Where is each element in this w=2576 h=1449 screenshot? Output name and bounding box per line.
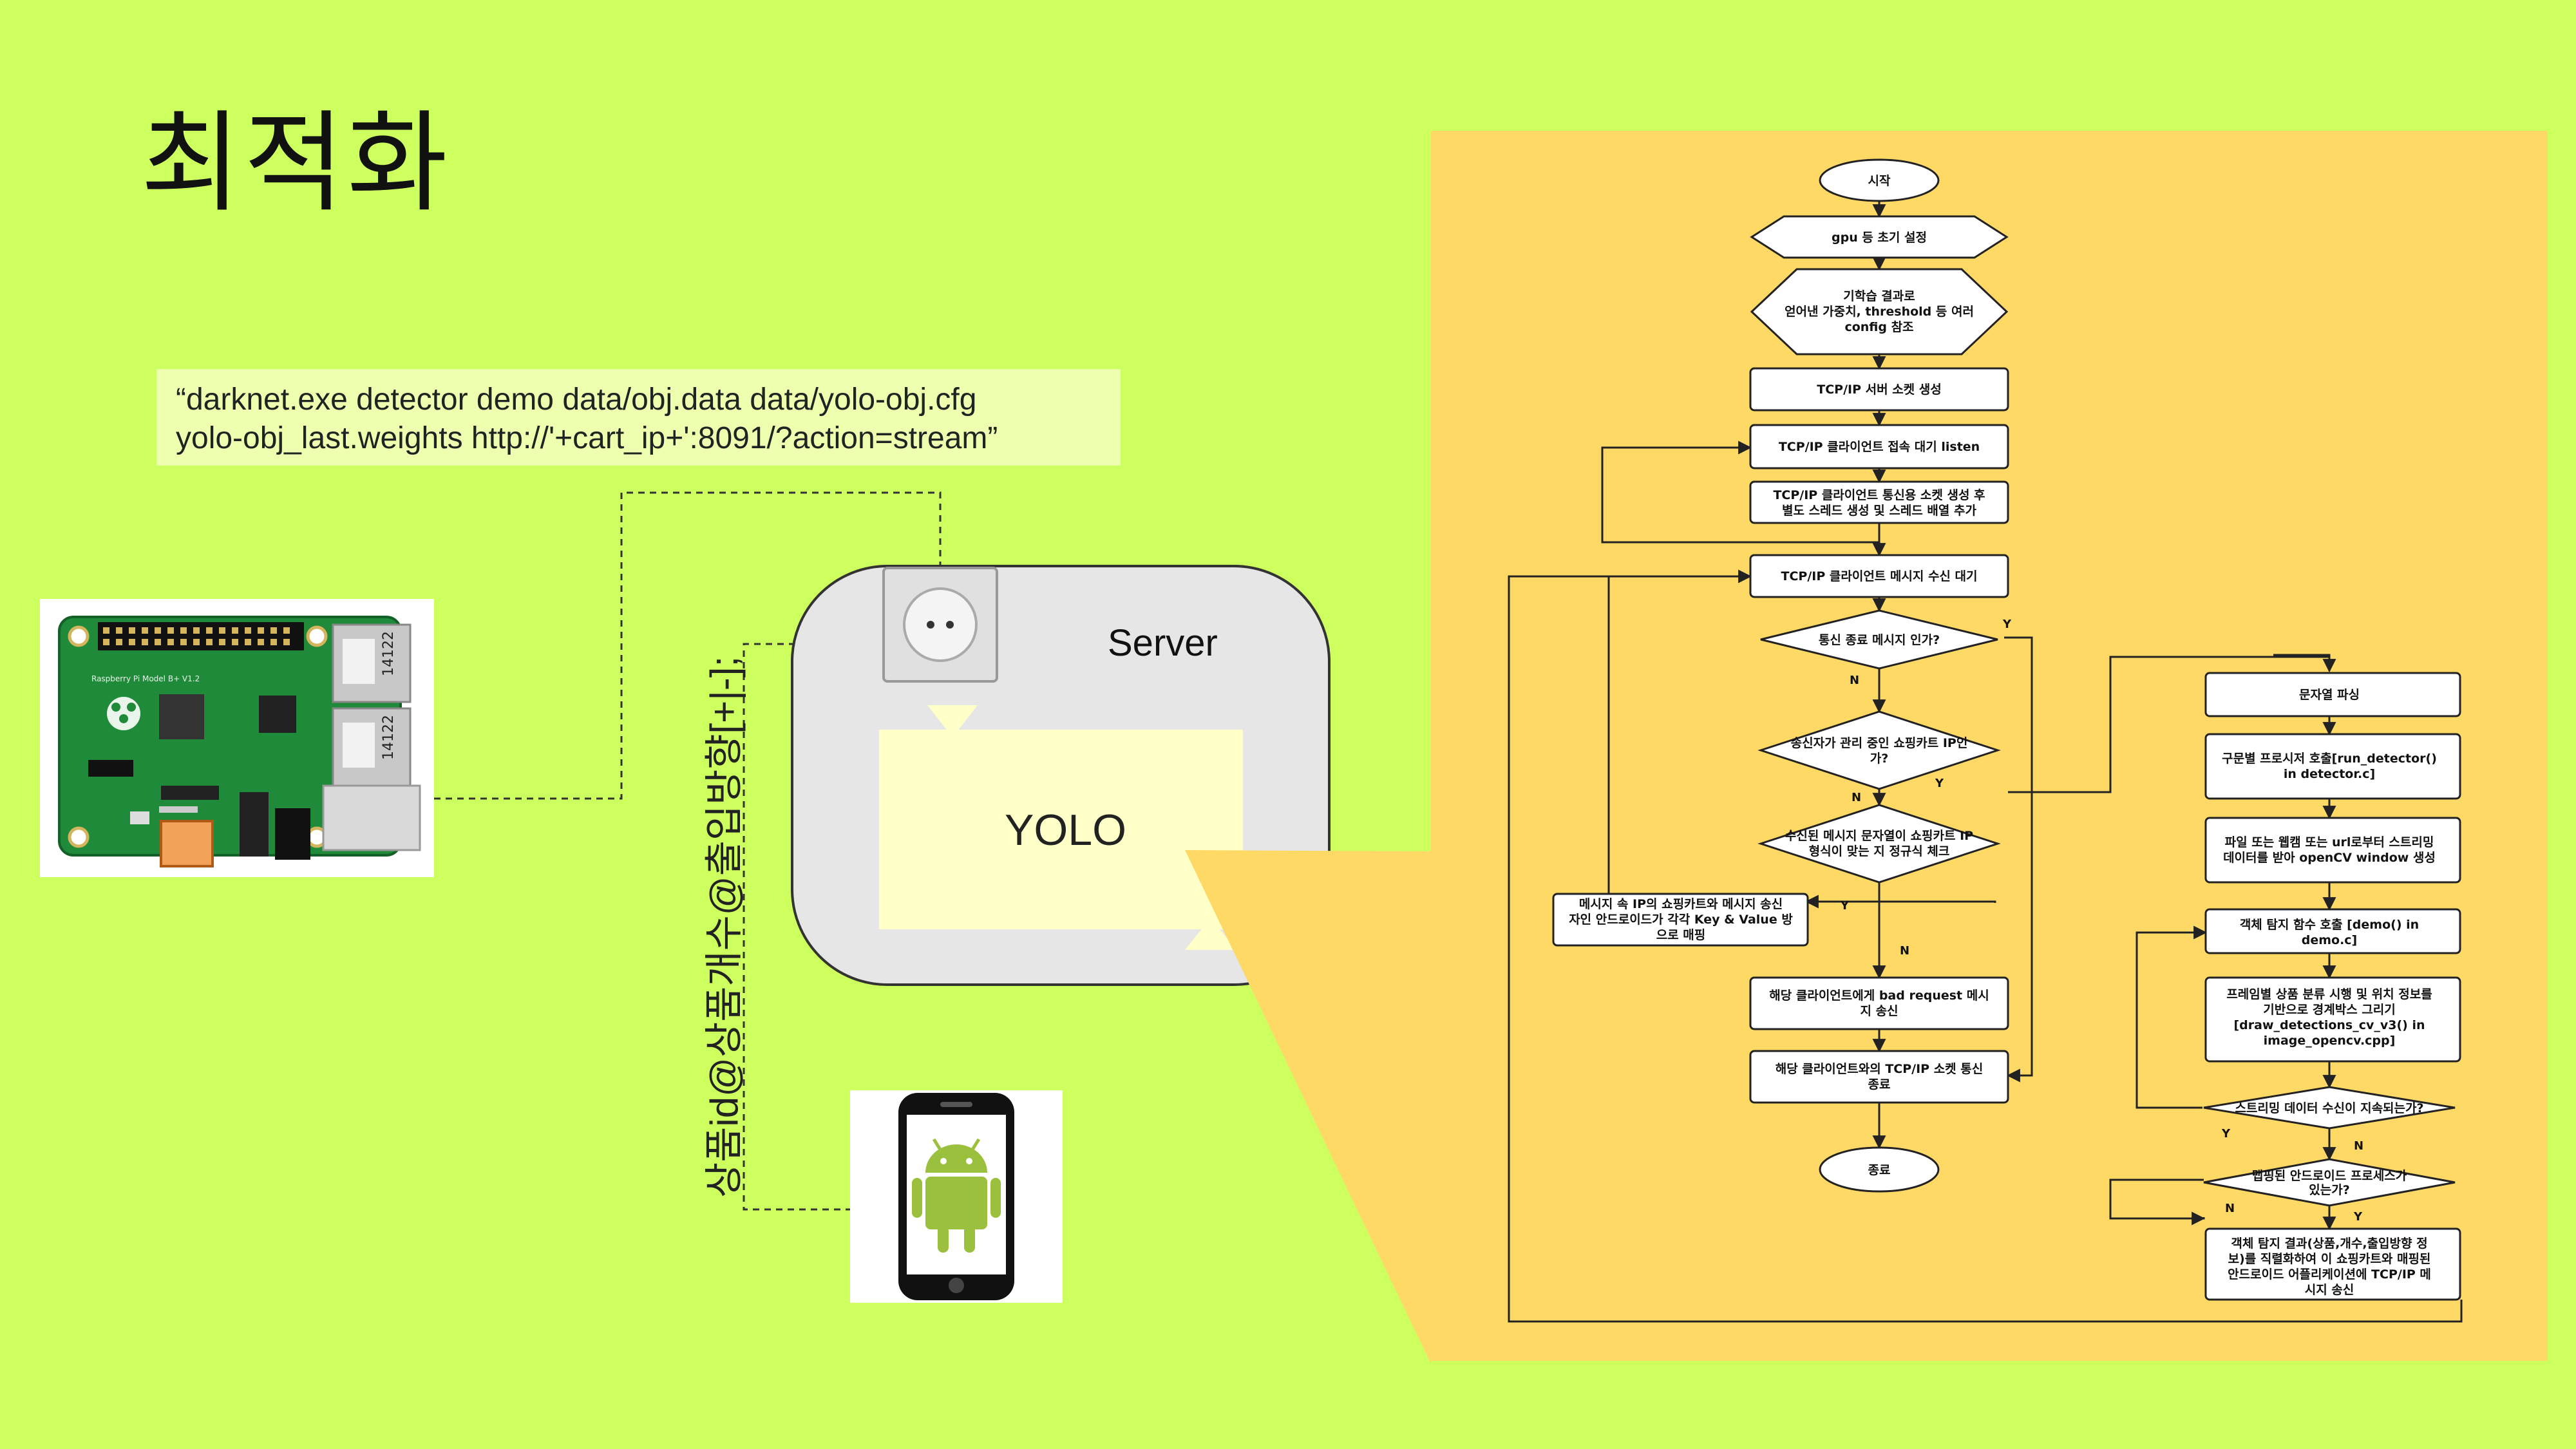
- end-msg-label: 통신 종료 메시지 인가?: [1819, 633, 1940, 647]
- mapping-node: [1552, 893, 1809, 947]
- close-socket-node: [1749, 1050, 2009, 1104]
- send-result-node: [2204, 1227, 2461, 1301]
- stream-q-yes: Y: [2221, 1127, 2231, 1141]
- parse-label: 문자열 파싱: [2299, 688, 2360, 702]
- send-result-label-2: 보)를 직렬화하여 이 쇼핑카트와 매핑된: [2228, 1252, 2431, 1266]
- config-label-3: config 참조: [1844, 320, 1913, 334]
- android-decision: [2203, 1158, 2456, 1207]
- cart-ip-yes: Y: [1935, 777, 1944, 790]
- mapping-label-1: 메시지 속 IP의 쇼핑카트와 메시지 송신: [1579, 897, 1783, 911]
- tcp-server-label: TCP/IP 서버 소켓 생성: [1817, 383, 1942, 397]
- recv-wait-node: [1749, 554, 2009, 598]
- mapping-label-3: 으로 매핑: [1656, 928, 1706, 942]
- stream-label-1: 파일 또는 웹캠 또는 url로부터 스트리밍: [2225, 835, 2434, 849]
- tcp-listen-label: TCP/IP 클라이언트 접속 대기 listen: [1779, 440, 1980, 454]
- bad-request-node: [1749, 976, 2009, 1030]
- tcp-client-label-2: 별도 스레드 생성 및 스레드 배열 추가: [1782, 504, 1976, 518]
- raspberry-pi-image: Raspberry Pi Model B+ V1.2 14122 14122: [40, 599, 434, 877]
- zoom-callout: [1185, 850, 1431, 1364]
- usb-chip-label-2: 14122: [381, 715, 397, 760]
- bbox-label-4: image_opencv.cpp]: [2264, 1034, 2396, 1048]
- ip-format-yes: Y: [1840, 899, 1850, 913]
- usb-chip-label-1: 14122: [381, 631, 397, 676]
- bad-request-label-1: 해당 클라이언트에게 bad request 메시: [1769, 989, 1989, 1003]
- power-socket-icon: [882, 567, 998, 683]
- cart-ip-label-1: 송신자가 관리 중인 쇼핑카트 IP인: [1791, 736, 1968, 750]
- stream-q-label: 스트리밍 데이터 수신이 지속되는가?: [2235, 1101, 2423, 1115]
- android-q-label-2: 있는가?: [2309, 1183, 2349, 1197]
- end-label: 종료: [1868, 1163, 1891, 1177]
- tcp-listen-node: [1749, 424, 2009, 469]
- stream-node: [2204, 817, 2461, 884]
- bbox-label-1: 프레임별 상품 분류 시행 및 위치 정보를: [2226, 987, 2432, 1001]
- demo-node: [2204, 908, 2461, 954]
- config-label-1: 기학습 결과로: [1843, 289, 1915, 303]
- ip-format-decision: [1757, 804, 2001, 884]
- call-detector-label-2: in detector.c]: [2284, 767, 2375, 781]
- start-label: 시작: [1868, 174, 1891, 188]
- slide-title: 최적화: [140, 100, 451, 227]
- bbox-label-3: [draw_detections_cv_v3() in: [2233, 1018, 2425, 1032]
- tcp-client-label-1: TCP/IP 클라이언트 통신용 소켓 생성 후: [1773, 488, 1985, 502]
- end-node: [1819, 1146, 1940, 1193]
- stream-decision: [2203, 1086, 2456, 1130]
- rpi-board-text: Raspberry Pi Model B+ V1.2: [91, 674, 200, 683]
- command-line-1: “darknet.exe detector demo data/obj.data…: [176, 383, 977, 417]
- stream-label-2: 데이터를 받아 openCV window 생성: [2223, 851, 2436, 865]
- bad-request-label-2: 지 송신: [1860, 1004, 1898, 1018]
- cart-ip-no: N: [1852, 791, 1861, 804]
- call-detector-label-1: 구문별 프로시저 호출[run_detector(): [2222, 752, 2437, 766]
- end-msg-no: N: [1850, 674, 1859, 687]
- bbox-label-2: 기반으로 경계박스 그리기: [2263, 1003, 2396, 1017]
- demo-label-1: 객체 탐지 함수 호출 [demo() in: [2240, 918, 2419, 932]
- send-result-label-4: 시지 송신: [2305, 1283, 2354, 1297]
- yolo-box: [879, 730, 1243, 929]
- server-label: Server: [1108, 622, 1218, 664]
- config-node: [1750, 268, 2009, 355]
- start-node: [1819, 158, 1940, 202]
- recv-wait-label: TCP/IP 클라이언트 메시지 수신 대기: [1781, 569, 1978, 583]
- gpu-init-node: [1750, 215, 2009, 259]
- yolo-arrows: [927, 705, 1236, 950]
- command-box: “darknet.exe detector demo data/obj.data…: [156, 369, 1121, 466]
- parse-node: [2204, 672, 2461, 717]
- cart-ip-decision: [1757, 710, 2001, 790]
- mapping-label-2: 자인 안드로이드가 각각 Key & Value 방: [1569, 913, 1793, 927]
- android-q-label-1: 맵핑된 안드로이드 프로세스가: [2252, 1169, 2407, 1183]
- android-q-yes: Y: [2353, 1210, 2363, 1224]
- cart-ip-label-2: 가?: [1870, 752, 1889, 766]
- gpu-init-label: gpu 등 초기 설정: [1832, 231, 1927, 245]
- tcp-server-node: [1749, 367, 2009, 412]
- command-line-2: yolo-obj_last.weights http://'+cart_ip+'…: [176, 421, 998, 455]
- tcp-client-node: [1749, 480, 2009, 524]
- demo-label-2: demo.c]: [2302, 933, 2358, 947]
- config-label-2: 얻어낸 가중치, threshold 등 여러: [1785, 305, 1974, 319]
- yolo-label: YOLO: [1005, 806, 1126, 855]
- ip-format-no: N: [1900, 944, 1909, 958]
- stream-q-no: N: [2354, 1139, 2363, 1153]
- send-result-label-1: 객체 탐지 결과(상품,개수,출입방향 정: [2231, 1236, 2427, 1251]
- ip-format-label-2: 형식이 맞는 지 정규식 체크: [1809, 844, 1950, 858]
- end-msg-yes: Y: [2002, 618, 2012, 631]
- end-msg-decision: [1760, 609, 1998, 670]
- android-q-no: N: [2225, 1202, 2235, 1215]
- ip-format-label-1: 수신된 메시지 문자열이 쇼핑카트 IP: [1785, 829, 1973, 843]
- send-result-label-3: 안드로이드 어플리케이션에 TCP/IP 메: [2228, 1267, 2431, 1282]
- close-socket-label-1: 해당 클라이언트와의 TCP/IP 소켓 통신: [1776, 1062, 1983, 1076]
- close-socket-label-2: 종료: [1868, 1077, 1891, 1092]
- android-phone-image: [850, 1090, 1063, 1303]
- bbox-node: [2204, 976, 2461, 1063]
- call-detector-node: [2204, 733, 2461, 800]
